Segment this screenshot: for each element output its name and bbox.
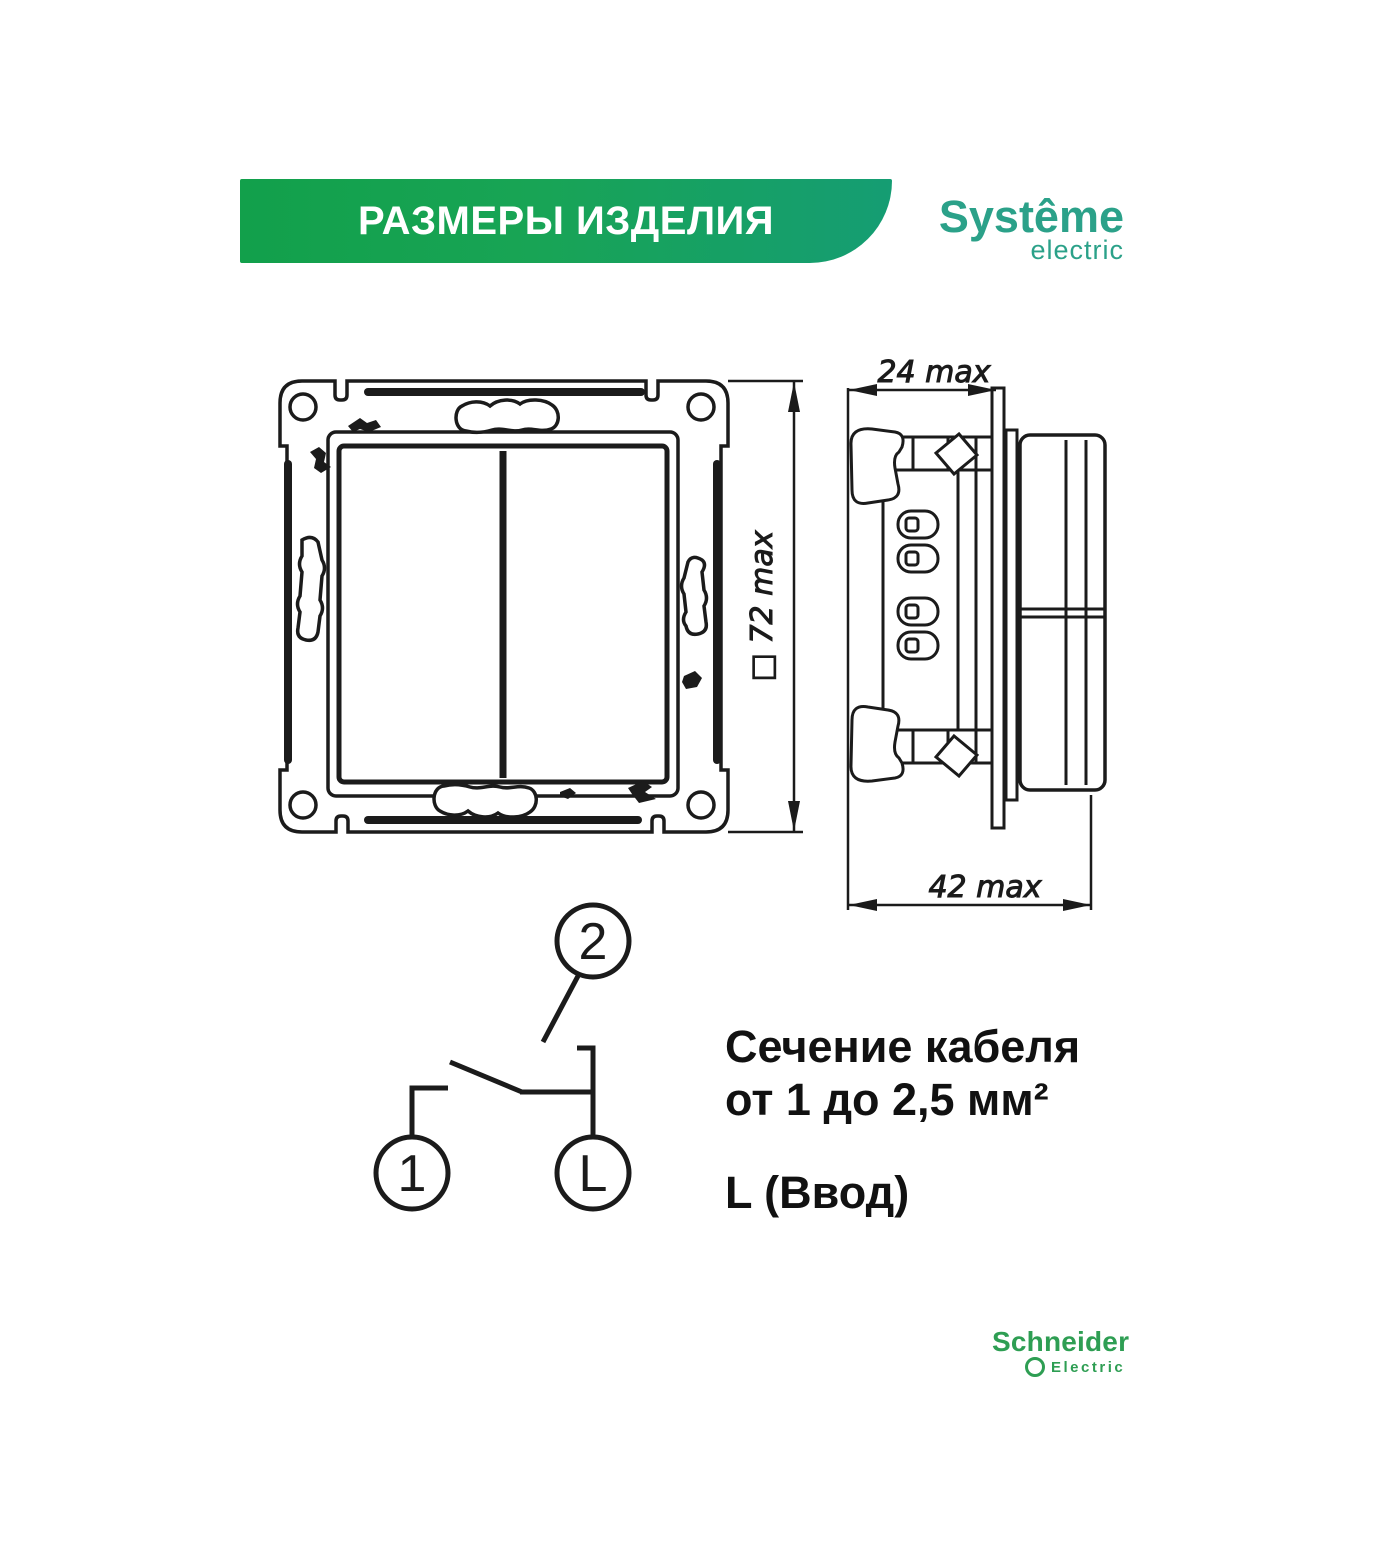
header-banner: РАЗМЕРЫ ИЗДЕЛИЯ bbox=[240, 179, 892, 263]
side-view-drawing: 24 max 42 max bbox=[820, 340, 1120, 920]
clamp-lobe-left bbox=[295, 535, 327, 643]
rocker-profile bbox=[1018, 433, 1107, 792]
terminals bbox=[896, 509, 940, 661]
fixing-claw-bottom bbox=[849, 705, 905, 783]
fixing-claw-top bbox=[849, 427, 905, 505]
pusher-top bbox=[933, 431, 980, 477]
cable-note-line1: Сечение кабеля bbox=[725, 1021, 1081, 1072]
clamp-lobe-bottom bbox=[432, 782, 538, 819]
support-frame bbox=[1004, 428, 1019, 802]
systeme-electric-logo: Systême electric bbox=[920, 194, 1124, 264]
terminal-circle-L bbox=[554, 1134, 632, 1212]
dimension-72-max: □ 72 max bbox=[728, 379, 803, 834]
clamp-lobe-right bbox=[679, 555, 709, 637]
cable-note-line2: от 1 до 2,5 мм² bbox=[725, 1074, 1049, 1125]
claw-mark bbox=[310, 447, 331, 473]
terminal-circle-1 bbox=[373, 1134, 451, 1212]
terminal-label-1: 1 bbox=[398, 1145, 427, 1203]
side-width-label: 42 max bbox=[928, 870, 1041, 905]
schneider-electric-logo: Schneider Electric bbox=[992, 1328, 1129, 1378]
schneider-electric-text: Electric bbox=[1051, 1358, 1126, 1376]
terminal-label-2: 2 bbox=[579, 913, 608, 971]
page-title: РАЗМЕРЫ ИЗДЕЛИЯ bbox=[357, 198, 775, 243]
cable-notes: Сечение кабеля от 1 до 2,5 мм² L (Ввод) bbox=[725, 1020, 1080, 1219]
mounting-plate bbox=[990, 386, 1006, 830]
input-note: L (Ввод) bbox=[725, 1167, 910, 1218]
screw-hole bbox=[686, 790, 716, 820]
screw-hole bbox=[288, 392, 318, 422]
dimension-42-max: 42 max bbox=[849, 795, 1093, 911]
front-size-label: □ 72 max bbox=[745, 530, 780, 681]
schneider-wordmark: Schneider bbox=[992, 1326, 1130, 1357]
wiring-schematic: 2 1 L bbox=[360, 890, 660, 1220]
screw-hole bbox=[686, 392, 716, 422]
side-depth-label: 24 max bbox=[877, 355, 990, 390]
terminal-label-L: L bbox=[579, 1145, 608, 1203]
terminal-circle-2 bbox=[554, 902, 632, 980]
claw-mark bbox=[560, 788, 576, 799]
brand-subname: electric bbox=[1030, 235, 1124, 265]
dimension-24-max: 24 max bbox=[846, 355, 996, 910]
front-view-drawing: □ 72 max bbox=[260, 360, 820, 880]
claw-mark bbox=[348, 418, 381, 432]
claw-mark bbox=[628, 781, 656, 803]
brand-name: Systême bbox=[938, 191, 1124, 242]
screw-hole bbox=[288, 790, 318, 820]
claw-mark bbox=[682, 671, 702, 689]
schneider-emblem-icon bbox=[1025, 1357, 1045, 1377]
clamp-lobe-top bbox=[454, 398, 560, 435]
pusher-bottom bbox=[933, 733, 980, 779]
